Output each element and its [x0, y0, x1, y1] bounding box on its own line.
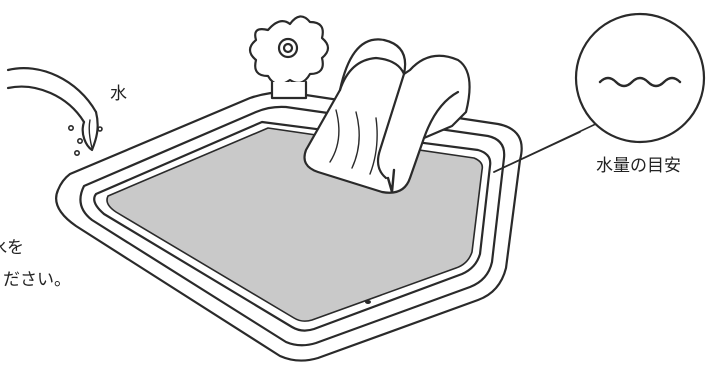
hose-icon — [8, 68, 98, 150]
water-level-callout — [494, 14, 704, 172]
water-label: 水 — [110, 86, 127, 103]
instruction-line-1: 水を — [0, 240, 24, 257]
instruction-line-2: ください。 — [0, 272, 71, 289]
inflatable-pool-icon — [56, 92, 522, 361]
spout-icon — [250, 16, 328, 98]
water-level-guide-label: 水量の目安 — [596, 158, 681, 175]
